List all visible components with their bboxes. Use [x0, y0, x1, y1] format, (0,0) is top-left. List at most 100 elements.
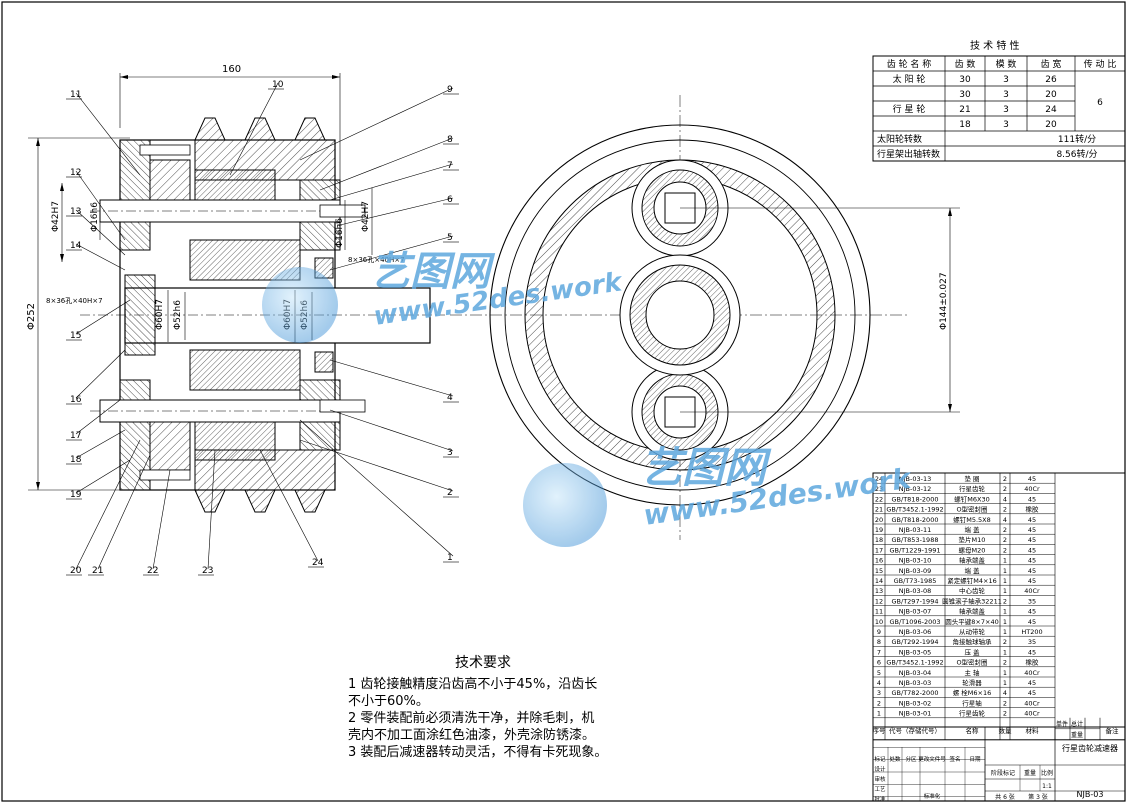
bom-seq: 4: [877, 679, 881, 687]
tech-header-1: 齿 数: [955, 58, 976, 70]
bom-name: 行星齿轮: [959, 484, 986, 493]
tech-cell-2-0: 行 星 轮: [893, 103, 926, 115]
bom-material: 45: [1028, 567, 1036, 575]
bom-code: GB/T853-1988: [892, 536, 939, 544]
bom-name: 紧定螺钉M4×16: [947, 576, 996, 585]
bom-code: GB/T292-1994: [892, 638, 939, 646]
dim-bore-left-inner: Φ16h6: [90, 202, 100, 232]
bom-header-code: 代号（存储代号）: [889, 726, 941, 735]
bom-qty: 2: [1003, 699, 1007, 707]
callout-3: 3: [447, 448, 453, 458]
watermark-brand-top: 艺图网: [370, 249, 496, 295]
speed-label-1: 行星架出轴转数: [877, 148, 940, 160]
bom-qty: 1: [1003, 577, 1007, 585]
bom-material: 40Cr: [1024, 587, 1040, 595]
bom-qty: 2: [1003, 659, 1007, 667]
bom-qty: 2: [1003, 710, 1007, 718]
bom-seq: 10: [875, 618, 883, 626]
bom-material: 45: [1028, 618, 1036, 626]
bom-name: 主 轴: [964, 668, 980, 677]
callout-8: 8: [447, 135, 453, 145]
tech-header-2: 模 数: [996, 58, 1017, 70]
bom-material: 橡胶: [1026, 505, 1040, 514]
bom-name: 从动带轮: [959, 627, 986, 636]
bom-code: NJB-03-01: [899, 710, 931, 718]
bom-seq: 22: [875, 495, 883, 503]
bom-name: 端 盖: [964, 566, 980, 575]
callout-14: 14: [70, 241, 82, 251]
dim-shaft-left-2: Φ52h6: [173, 300, 183, 330]
tb-mark-col-5: 日期: [969, 756, 981, 763]
bom-material: 45: [1028, 526, 1036, 534]
tech-header-3: 齿 宽: [1041, 58, 1062, 70]
bom-material: 45: [1028, 679, 1036, 687]
bom-name: 行星齿轮: [959, 709, 986, 718]
bom-material: HT200: [1021, 628, 1042, 636]
bom-code: GB/T73-1985: [894, 577, 937, 585]
bom-material: 40Cr: [1024, 710, 1040, 718]
bom-material: 45: [1028, 546, 1036, 554]
tb-standard: 标准化: [924, 792, 941, 800]
speed-value-1: 8.56转/分: [1056, 148, 1097, 160]
bom-material: 40Cr: [1024, 699, 1040, 707]
watermark-bottom: 艺图网 www.52des.work: [523, 443, 915, 547]
dim-right-view: Φ144±0.027: [939, 272, 949, 330]
tb-drawing-name: 行星齿轮减速器: [1062, 743, 1118, 753]
bom-material: 45: [1028, 577, 1036, 585]
bom-header-note: 备注: [1106, 726, 1120, 735]
requirement-line: 不小于60%。: [348, 694, 429, 709]
requirement-line: 2 零件装配前必须清洗干净，并除毛刺，机: [348, 711, 595, 726]
title-block: 标记处数分区更改文件号签名日期设计审核工艺批准标准化阶段标记重量比例1:1共 6…: [872, 726, 1126, 803]
tb-drawing-no: NJB-03: [1077, 790, 1104, 799]
bom-header-seq: 序号: [873, 726, 887, 735]
bom-code: NJB-03-02: [899, 699, 931, 707]
callout-5: 5: [447, 233, 453, 243]
tech-header-4: 传 动 比: [1084, 58, 1117, 70]
bom-qty: 2: [1003, 536, 1007, 544]
bom-name: 端 盖: [964, 525, 980, 534]
bom-code: NJB-03-07: [899, 608, 931, 616]
bom-qty: 2: [1003, 638, 1007, 646]
tb-mark-col-2: 分区: [905, 755, 917, 763]
bom-qty: 2: [1003, 485, 1007, 493]
bom-qty: 1: [1003, 679, 1007, 687]
bom-seq: 6: [877, 659, 881, 667]
bom-qty: 1: [1003, 557, 1007, 565]
bom-code: NJB-03-03: [899, 679, 931, 687]
tech-cell-1-3: 20: [1045, 90, 1057, 100]
bom-material: 35: [1028, 597, 1036, 605]
bom-name: 圆头平键8×7×40: [945, 617, 998, 626]
dim-overall-width: 160: [222, 64, 241, 75]
bom-name: O型密封圈: [956, 505, 987, 514]
bom-code: GB/T1096-2003: [889, 618, 940, 626]
bom-name: 轴承端盖: [959, 607, 986, 616]
bom-qty: 1: [1003, 587, 1007, 595]
tech-cell-0-2: 3: [1003, 75, 1009, 85]
tb-mark-col-3: 更改文件号: [918, 755, 946, 763]
tech-cell-3-3: 20: [1045, 120, 1057, 130]
callout-23: 23: [202, 566, 213, 576]
tb-role-3: 批准: [874, 795, 886, 803]
callout-2: 2: [447, 488, 453, 498]
tb-mark-col-1: 处数: [889, 755, 901, 763]
bom-qty: 1: [1003, 669, 1007, 677]
tb-role-1: 审核: [874, 775, 886, 783]
callout-20: 20: [70, 566, 82, 576]
dim-bore-right-inner: Φ16h6: [335, 218, 345, 248]
bom-seq: 11: [875, 608, 883, 616]
bom-code: GB/T3452.1-1992: [886, 506, 943, 514]
speed-value-0: 111转/分: [1058, 133, 1096, 145]
bom-qty: 2: [1003, 526, 1007, 534]
bom-seq: 23: [875, 485, 883, 493]
callout-17: 17: [70, 431, 81, 441]
tb-sheets: 共 6 张: [995, 793, 1015, 801]
tech-table-title: 技 术 特 性: [970, 39, 1020, 52]
bom-seq: 8: [877, 638, 881, 646]
bom-name: 螺钉M6X30: [954, 494, 989, 503]
bom-qty: 2: [1003, 597, 1007, 605]
bom-qty: 4: [1003, 689, 1007, 697]
